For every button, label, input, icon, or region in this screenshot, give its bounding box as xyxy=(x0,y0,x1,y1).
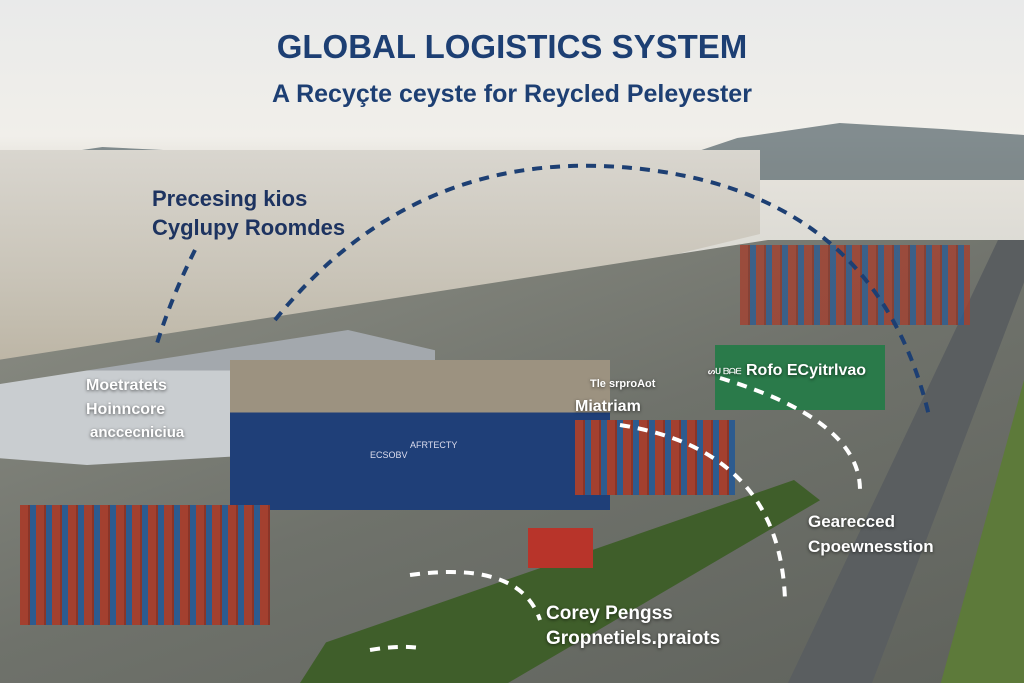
green-warehouse xyxy=(715,345,885,410)
container-stack xyxy=(20,505,270,625)
building-sign: AFRTECTY xyxy=(410,440,458,450)
container xyxy=(528,528,593,568)
label-warehouse: anccecniciua xyxy=(90,424,185,441)
label-recycling: Rofo ECyitrlvao xyxy=(746,362,867,379)
label-generated: Gearecced xyxy=(808,512,895,531)
subtitle: A Recyçte ceyste for Reycled Peleyester xyxy=(272,80,752,108)
label-processing-sub: Cyglupy Roomdes xyxy=(152,215,346,240)
container-stack xyxy=(575,420,735,495)
container-stack xyxy=(740,245,970,325)
label-processing: Precesing kios xyxy=(152,186,308,211)
label-warehouse: Hoinncore xyxy=(86,401,166,418)
label-material: Miatriam xyxy=(575,398,641,415)
warehouse-blue: ECSOBV AFRTECTY xyxy=(230,360,610,510)
building-sign: ECSOBV xyxy=(370,450,408,460)
label-green-small: ᔕᑌ ᗷᗩᗴ xyxy=(708,367,742,376)
label-warehouse: Moetratets xyxy=(86,377,167,394)
label-bottom: Corey Pengss xyxy=(546,603,673,624)
label-material-small: Tle srproAot xyxy=(590,378,656,390)
label-bottom-sub: Gropnetiels.praiots xyxy=(546,628,721,649)
label-generated-sub: Cpoewnesstion xyxy=(808,537,934,556)
page-title: GLOBAL LOGISTICS SYSTEM xyxy=(276,28,748,65)
